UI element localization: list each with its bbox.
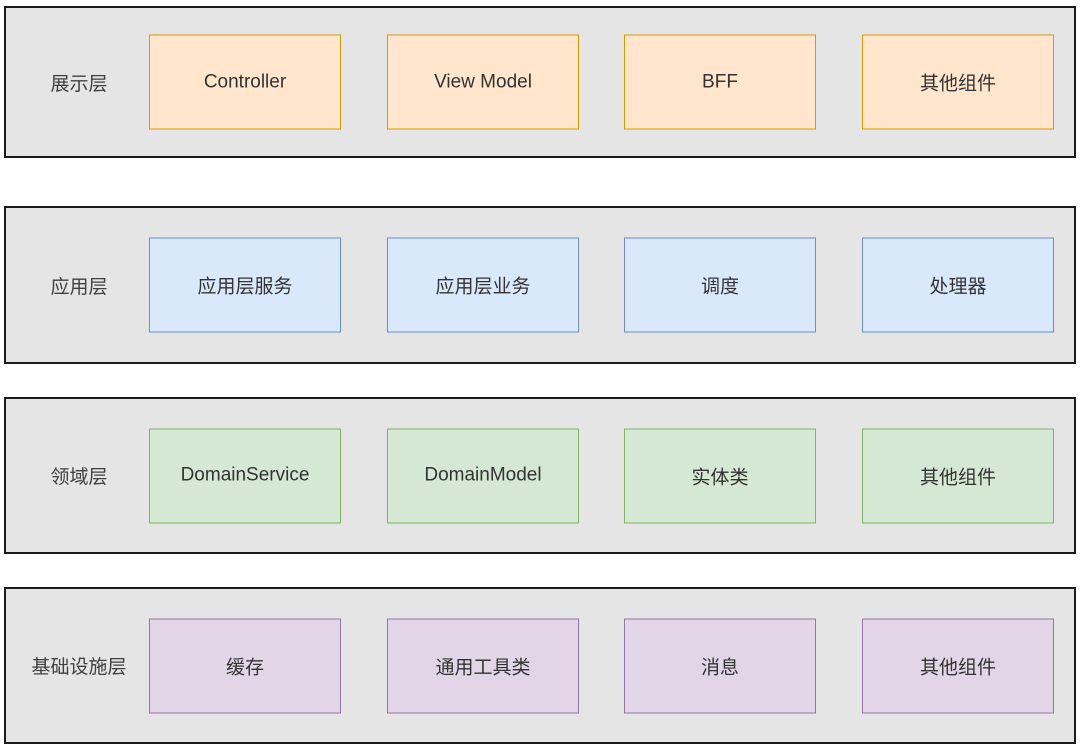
component-box-domain-service: DomainService — [149, 428, 341, 523]
layer-label-application: 应用层 — [50, 276, 108, 298]
component-box-domain-model: DomainModel — [387, 428, 579, 523]
component-box-app-business: 应用层业务 — [387, 237, 579, 333]
component-box-bff: BFF — [624, 34, 816, 130]
component-box-cache: 缓存 — [149, 618, 341, 713]
component-box-other-infrastructure: 其他组件 — [862, 618, 1054, 713]
layer-label-domain: 领域层 — [50, 467, 108, 488]
layer-label-infrastructure: 基础设施层 — [31, 657, 127, 678]
layer-band-application: 应用层 应用层服务 应用层业务 调度 处理器 — [4, 206, 1076, 364]
component-box-other-domain: 其他组件 — [862, 428, 1054, 523]
component-box-message: 消息 — [624, 618, 816, 713]
component-box-scheduler: 调度 — [624, 237, 816, 333]
layer-band-presentation: 展示层 Controller View Model BFF 其他组件 — [4, 6, 1076, 158]
layer-band-infrastructure: 基础设施层 缓存 通用工具类 消息 其他组件 — [4, 587, 1076, 744]
component-box-entity: 实体类 — [624, 428, 816, 523]
component-box-handler: 处理器 — [862, 237, 1054, 333]
component-box-common-utils: 通用工具类 — [387, 618, 579, 713]
layer-label-presentation: 展示层 — [50, 73, 108, 95]
component-box-view-model: View Model — [387, 34, 579, 130]
component-box-other-presentation: 其他组件 — [862, 34, 1054, 130]
component-box-controller: Controller — [149, 34, 341, 130]
layer-band-domain: 领域层 DomainService DomainModel 实体类 其他组件 — [4, 397, 1076, 554]
component-box-app-service: 应用层服务 — [149, 237, 341, 333]
